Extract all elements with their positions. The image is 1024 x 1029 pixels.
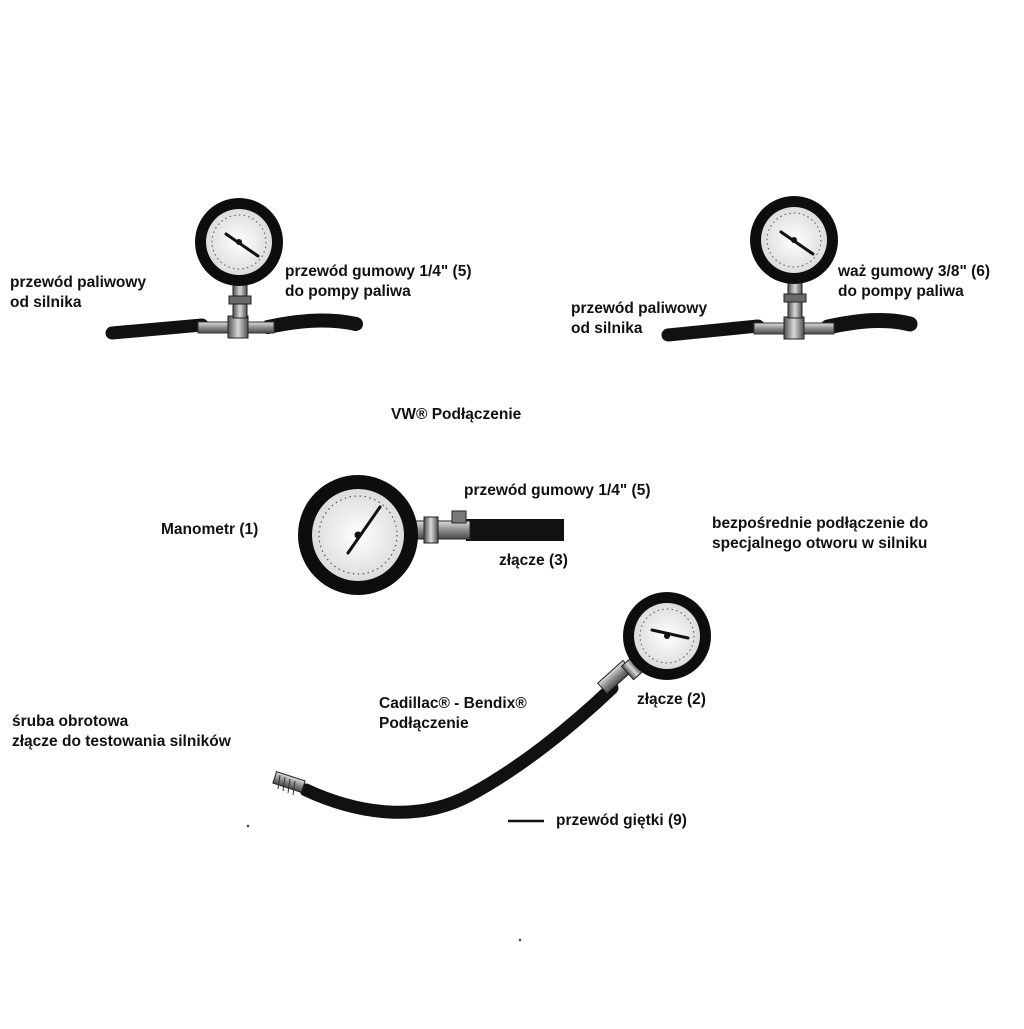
label-line: do pompy paliwa — [838, 283, 964, 300]
top-right-assembly — [661, 196, 918, 342]
vw-direct-connection-note: bezpośrednie podłączenie do specjalnego … — [712, 514, 928, 554]
cadillac-flex-hose-label: przewód giętki (9) — [556, 812, 687, 829]
vw-gauge-label: Manometr (1) — [161, 521, 259, 538]
cadillac-gauge-needle — [650, 628, 690, 640]
cadillac-fitting-label: złącze (2) — [637, 691, 706, 708]
top-left-gauge-scale — [211, 214, 267, 270]
top-right-rubber-hose — [820, 312, 918, 335]
top-left-gauge-needle — [224, 232, 260, 258]
vw-fitting-clamp — [451, 510, 467, 524]
top-right-stem-nut — [783, 293, 807, 303]
cadillac-flex-hose — [299, 681, 619, 819]
vw-gauge-hub — [354, 531, 362, 539]
label-line: przewód paliwowy — [571, 300, 708, 317]
label-line: do pompy paliwa — [285, 283, 411, 300]
top-right-gauge-scale — [766, 212, 822, 268]
label-line: Cadillac® - Bendix® — [379, 695, 527, 712]
cadillac-title: Cadillac® - Bendix® Podłączenie — [379, 694, 527, 734]
vw-fitting-nut — [423, 516, 439, 544]
top-right-tee-collar — [783, 316, 805, 340]
label-line: złącze do testowania silników — [12, 733, 231, 750]
speck — [246, 824, 250, 828]
top-left-stem-nut — [228, 295, 252, 305]
vw-rubber-hose — [466, 519, 564, 541]
cadillac-screw-fitting — [272, 771, 306, 793]
label-line: przewód gumowy 1/4" (5) — [285, 263, 472, 280]
vw-gauge-scale — [318, 495, 398, 575]
vw-fitting-label: złącze (3) — [499, 552, 568, 569]
label-line: specjalnego otworu w silniku — [712, 535, 928, 552]
top-right-gauge-needle — [779, 230, 815, 256]
top-left-fuel-line-label: przewód paliwowy od silnika — [10, 273, 146, 313]
top-right-fuel-line-label: przewód paliwowy od silnika — [571, 299, 707, 339]
vw-fitting-body — [411, 520, 471, 540]
cadillac-assembly — [272, 592, 711, 819]
cadillac-screw-label: śruba obrotowa złącze do testowania siln… — [12, 712, 231, 752]
label-line: Podłączenie — [379, 715, 469, 732]
label-line: waż gumowy 3/8" (6) — [838, 263, 991, 280]
cadillac-gauge-hub — [664, 633, 670, 639]
vw-assembly — [298, 475, 564, 595]
label-line: od silnika — [10, 294, 82, 311]
label-line: od silnika — [571, 320, 643, 337]
top-right-fuel-line — [661, 319, 765, 342]
cadillac-gauge-scale — [639, 608, 695, 664]
top-right-hose-label: waż gumowy 3/8" (6) do pompy paliwa — [838, 262, 990, 302]
vw-hose-label: przewód gumowy 1/4" (5) — [464, 482, 651, 499]
speck — [518, 938, 522, 942]
top-left-rubber-hose — [261, 313, 363, 334]
vw-title: VW® Podłączenie — [391, 406, 522, 423]
top-left-hose-label: przewód gumowy 1/4" (5) do pompy paliwa — [285, 262, 471, 302]
cadillac-screw-threads — [277, 774, 296, 796]
label-line: bezpośrednie podłączenie do — [712, 515, 929, 532]
top-left-gauge-hub — [236, 239, 242, 245]
top-left-assembly — [105, 198, 363, 340]
top-left-fuel-line — [105, 318, 209, 340]
top-left-tee-collar — [227, 315, 249, 339]
top-right-gauge-hub — [791, 237, 797, 243]
label-line: przewód paliwowy — [10, 274, 147, 291]
vw-gauge-needle — [346, 505, 382, 555]
label-line: śruba obrotowa — [12, 713, 129, 730]
